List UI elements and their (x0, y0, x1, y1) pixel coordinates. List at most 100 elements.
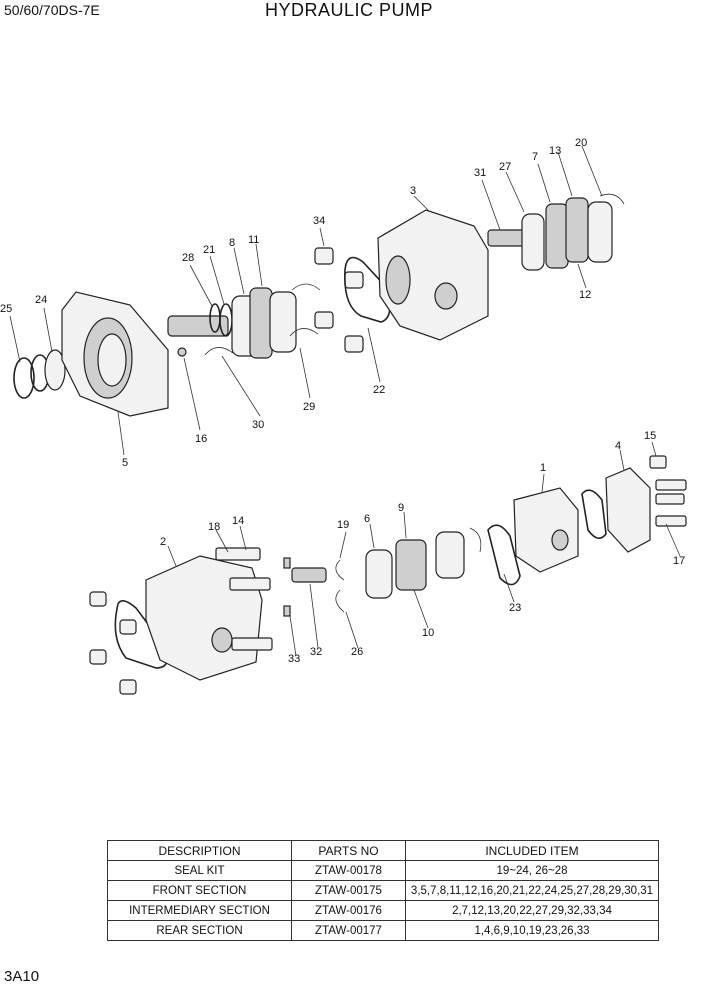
tie-bolt-part (231, 637, 273, 651)
coupling-shaft-part (487, 229, 525, 247)
callout-17: 17 (673, 555, 685, 567)
callout-29: 29 (303, 401, 315, 413)
cell-parts-no: ZTAW-00178 (291, 860, 406, 881)
callout-22: 22 (373, 384, 385, 396)
column-header-included-item: INCLUDED ITEM (405, 840, 659, 861)
page-title: HYDRAULIC PUMP (265, 0, 434, 20)
bushing-part (344, 271, 364, 289)
o-ring-part (487, 524, 521, 586)
callout-15: 15 (644, 430, 656, 442)
callout-26: 26 (351, 646, 363, 658)
cell-description: INTERMEDIARY SECTION (107, 900, 292, 921)
rear-bushing-part (521, 213, 545, 271)
callout-28: 28 (182, 252, 194, 264)
table-row: INTERMEDIARY SECTION ZTAW-00176 2,7,12,1… (107, 900, 659, 921)
intermediate-body-part (145, 555, 263, 681)
rear-cover-part (605, 467, 651, 553)
rear-bushing-part (269, 291, 297, 353)
callout-24: 24 (35, 294, 47, 306)
tie-bolt-part (215, 547, 261, 561)
body-port (211, 627, 233, 653)
pump-body-part (377, 209, 489, 341)
bushing-part (314, 311, 334, 329)
callout-32: 32 (310, 646, 322, 658)
table-header-row: DESCRIPTION PARTS NO INCLUDED ITEM (107, 840, 659, 861)
cell-description: REAR SECTION (107, 920, 292, 941)
tie-bolt-part (655, 493, 685, 505)
bushing-part (89, 649, 107, 665)
back-up-ring-20b (291, 283, 321, 291)
callout-10: 10 (422, 627, 434, 639)
rear-bushing-part (435, 531, 465, 579)
callout-14: 14 (232, 515, 244, 527)
back-up-ring-30 (204, 347, 234, 356)
model-label: 50/60/70DS-7E (4, 2, 100, 18)
callout-16: 16 (195, 433, 207, 445)
back-up-ring-29 (289, 328, 319, 337)
o-ring-part (344, 256, 391, 323)
table-row: FRONT SECTION ZTAW-00175 3,5,7,8,11,12,1… (107, 880, 659, 901)
cell-description: SEAL KIT (107, 860, 292, 881)
callout-34: 34 (313, 215, 325, 227)
snap-ring-part (13, 357, 35, 399)
callout-1: 1 (540, 462, 546, 474)
callout-19: 19 (337, 519, 349, 531)
tie-bolt-part (655, 479, 687, 491)
rear-bushing-part (365, 549, 393, 599)
bushing-part (89, 591, 107, 607)
callout-33: 33 (288, 653, 300, 665)
callout-11: 11 (248, 234, 259, 246)
pin-part (283, 557, 291, 569)
callout-9: 9 (398, 502, 404, 514)
tie-bolt-part (655, 515, 687, 527)
callout-23: 23 (509, 602, 521, 614)
body-port (434, 282, 458, 310)
bushing-part (119, 619, 137, 635)
callout-8: 8 (229, 237, 235, 249)
rear-body-part (513, 487, 579, 573)
back-up-ring-19 (335, 559, 345, 581)
callout-2: 2 (160, 536, 166, 548)
callout-labels: 25 24 5 16 28 21 8 11 30 29 34 22 3 31 2… (0, 137, 685, 665)
cell-included-item: 2,7,12,13,20,22,27,29,32,33,34 (405, 900, 659, 921)
dowel-pin-part (177, 347, 187, 357)
front-gear-part (249, 287, 273, 359)
callout-30: 30 (252, 419, 264, 431)
column-header-description: DESCRIPTION (107, 840, 292, 861)
page-number: 3A10 (4, 968, 40, 985)
coupling-part (291, 567, 327, 583)
column-header-parts-no: PARTS NO (291, 840, 406, 861)
table-row: SEAL KIT ZTAW-00178 19~24, 26~28 (107, 860, 659, 881)
cell-description: FRONT SECTION (107, 880, 292, 901)
parts-table: DESCRIPTION PARTS NO INCLUDED ITEM SEAL … (107, 840, 659, 941)
callout-6: 6 (364, 513, 370, 525)
exploded-pump-diagram: 25 24 5 16 28 21 8 11 30 29 34 22 3 31 2… (0, 137, 687, 695)
callout-12: 12 (579, 289, 591, 301)
rear-gear-part (395, 539, 427, 591)
pin-part (283, 605, 291, 617)
cell-parts-no: ZTAW-00175 (291, 880, 406, 901)
callout-18: 18 (208, 521, 220, 533)
callout-13: 13 (549, 145, 561, 157)
bushing-part (344, 335, 364, 353)
driven-gear-part (545, 203, 569, 269)
bushing-part-12 (587, 201, 613, 263)
callout-20: 20 (575, 137, 587, 149)
cell-included-item: 3,5,7,8,11,12,16,20,21,22,24,25,27,28,29… (405, 880, 659, 901)
callout-3: 3 (410, 185, 416, 197)
callout-4: 4 (615, 440, 621, 452)
o-ring-part (581, 489, 607, 539)
callout-25: 25 (0, 303, 12, 315)
bushing-part (119, 679, 137, 695)
leader-lines (9, 145, 681, 657)
cell-parts-no: ZTAW-00176 (291, 900, 406, 921)
callout-31: 31 (474, 167, 486, 179)
back-up-ring-part (469, 527, 482, 553)
callout-7: 7 (532, 151, 538, 163)
cell-included-item: 1,4,6,9,10,19,23,26,33 (405, 920, 659, 941)
callout-21: 21 (203, 244, 215, 256)
tie-bolt-part (229, 577, 271, 591)
body-bore (385, 255, 411, 305)
back-up-ring-26 (335, 589, 345, 613)
gear-part-13 (565, 197, 589, 263)
